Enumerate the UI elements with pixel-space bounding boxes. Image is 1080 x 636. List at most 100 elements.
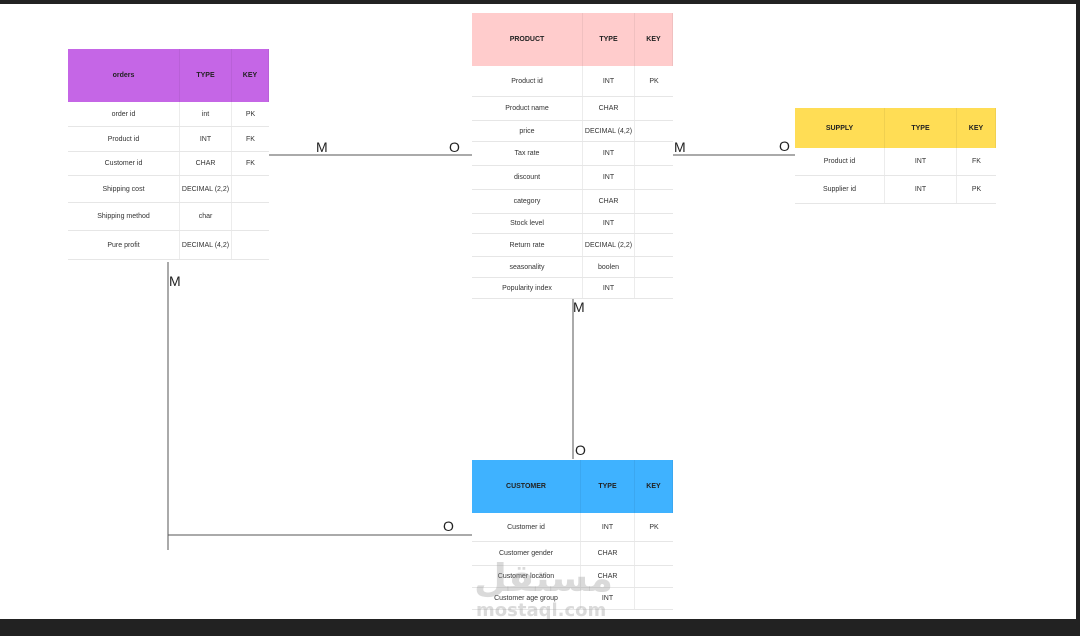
orders-cell-key: FK [246, 160, 255, 167]
product-cell-type: boolen [583, 257, 635, 277]
product-cell-field: price [472, 121, 583, 141]
customer-cell-field: Customer location [472, 566, 581, 587]
customer-header-cell: CUSTOMER [472, 460, 581, 513]
customer-cell-type: INT [581, 588, 635, 609]
product-cell-key [635, 190, 673, 213]
supply-cell-key: FK [972, 158, 981, 165]
customer-cell-key [635, 588, 673, 609]
orders-cell-field: Shipping cost [68, 176, 180, 202]
customer-cell-key [635, 542, 673, 565]
supply-header-cell: TYPE [885, 108, 957, 148]
orders-cell-key: FK [246, 135, 255, 143]
orders-cell-key [232, 231, 269, 259]
card-orders-customer-o: O [443, 518, 454, 534]
product-cell-type: CHAR [583, 190, 635, 213]
orders-cell-field: order id [68, 102, 180, 126]
orders-cell-type: char [180, 203, 232, 230]
product-cell-field: seasonality [472, 257, 583, 277]
product-cell-field: Stock level [472, 214, 583, 233]
product-cell-field: Product id [472, 66, 583, 96]
customer-cell-field: Customer id [472, 513, 581, 541]
customer-header-cell: KEY [635, 460, 673, 513]
product-cell-type: INT [583, 66, 635, 96]
supply-cell-type: INT [885, 176, 957, 203]
orders-header-cell: TYPE [180, 49, 232, 102]
product-cell-field: Product name [472, 97, 583, 120]
product-cell-field: Return rate [472, 234, 583, 256]
product-cell-key [635, 278, 673, 298]
product-cell-key: PK [649, 77, 659, 85]
product-cell-type: INT [583, 142, 635, 165]
orders-cell-type: CHAR [180, 152, 232, 175]
customer-cell-field: Customer gender [472, 542, 581, 565]
product-cell-key [635, 166, 673, 189]
product-header-cell: TYPE [583, 13, 635, 66]
customer-cell-key [635, 566, 673, 587]
product-cell-key [635, 121, 673, 141]
watermark-arabic: مستقل [474, 556, 613, 600]
product-cell-type: INT [583, 214, 635, 233]
supply-cell-field: Supplier id [795, 176, 885, 203]
product-cell-key [635, 97, 673, 120]
orders-header-cell: orders [68, 49, 180, 102]
product-header-cell: KEY [635, 13, 673, 66]
card-product-supply-o: O [779, 138, 790, 154]
card-orders-product-m: M [316, 139, 328, 155]
orders-cell-key: PK [245, 110, 256, 118]
product-header-cell: PRODUCT [472, 13, 583, 66]
orders-cell-key [232, 203, 269, 230]
product-cell-field: discount [472, 166, 583, 189]
product-cell-type: DECIMAL (4,2) [583, 121, 635, 141]
product-cell-field: Popularity index [472, 278, 583, 298]
card-product-customer-o: O [575, 442, 586, 458]
customer-cell-type: CHAR [581, 542, 635, 565]
orders-cell-field: Product id [68, 127, 180, 151]
customer-header-cell: TYPE [581, 460, 635, 513]
orders-cell-type: INT [180, 127, 232, 151]
supply-header-cell: SUPPLY [795, 108, 885, 148]
relationship-lines [167, 154, 795, 550]
orders-cell-field: Shipping method [68, 203, 180, 230]
orders-cell-type: DECIMAL (2,2) [180, 176, 232, 202]
customer-cell-field: Customer age group [472, 588, 581, 609]
orders-header-cell: KEY [232, 49, 269, 102]
watermark-latin: mostaql.com [476, 600, 607, 619]
customer-cell-key: PK [649, 523, 659, 531]
orders-cell-type: DECIMAL (4,2) [180, 231, 232, 259]
card-product-supply-m: M [674, 139, 686, 155]
orders-cell-field: Pure profit [68, 231, 180, 259]
product-cell-key [635, 142, 673, 165]
customer-cell-type: CHAR [581, 566, 635, 587]
card-product-customer-m: M [573, 299, 585, 315]
supply-header-cell: KEY [957, 108, 996, 148]
